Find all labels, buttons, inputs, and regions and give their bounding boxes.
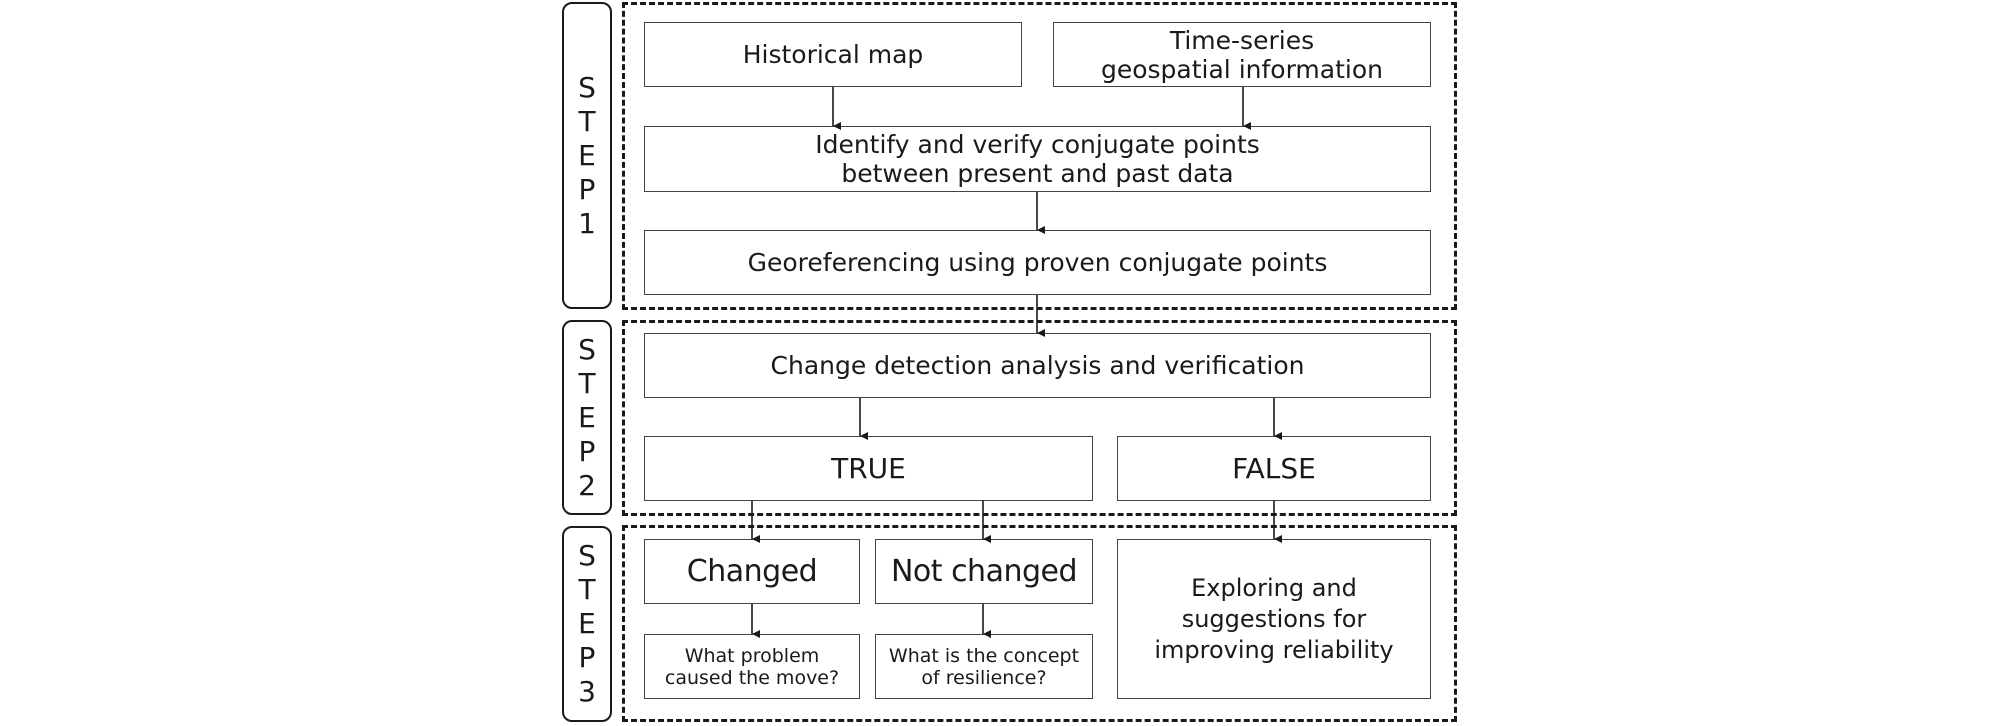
historical-map-box: Historical map (644, 22, 1022, 87)
step-3-char: E (578, 607, 596, 640)
not-changed-box: Not changed (875, 539, 1093, 604)
step-3-label: S T E P 3 (562, 526, 612, 722)
changed-box: Changed (644, 539, 860, 604)
step-1-char: 1 (578, 206, 596, 240)
exploring-box: Exploring and suggestions for improving … (1117, 539, 1431, 699)
time-series-box: Time-series geospatial information (1053, 22, 1431, 87)
georeferencing-text: Georeferencing using proven conjugate po… (747, 248, 1328, 277)
step-3-char: 3 (578, 675, 596, 708)
not-changed-text: Not changed (890, 553, 1078, 589)
time-series-text: Time-series geospatial information (1100, 25, 1383, 84)
step-1-section (622, 2, 1457, 310)
identify-verify-text: Identify and verify conjugate points bet… (815, 130, 1260, 188)
what-problem-text: What problem caused the move? (664, 644, 840, 689)
true-box: TRUE (644, 436, 1093, 501)
step-3-char: S (578, 539, 596, 572)
step-1-char: T (578, 104, 596, 138)
step-1-char: S (578, 70, 596, 104)
change-detection-text: Change detection analysis and verificati… (770, 351, 1305, 380)
step-3-section (622, 525, 1457, 722)
change-detection-box: Change detection analysis and verificati… (644, 333, 1431, 398)
step-2-char: E (578, 400, 596, 434)
step-2-char: 2 (578, 468, 596, 502)
step-1-char: E (578, 138, 596, 172)
changed-text: Changed (686, 553, 818, 589)
false-box: FALSE (1117, 436, 1431, 501)
what-problem-box: What problem caused the move? (644, 634, 860, 699)
identify-verify-box: Identify and verify conjugate points bet… (644, 126, 1431, 192)
historical-map-text: Historical map (742, 40, 924, 69)
step-2-char: T (578, 366, 596, 400)
georeferencing-box: Georeferencing using proven conjugate po… (644, 230, 1431, 295)
step-2-section (622, 320, 1457, 516)
step-3-char: P (578, 641, 596, 674)
step-1-label: S T E P 1 (562, 2, 612, 309)
exploring-text: Exploring and suggestions for improving … (1154, 573, 1394, 664)
step-2-char: P (578, 434, 596, 468)
step-1-char: P (578, 172, 596, 206)
false-text: FALSE (1232, 451, 1316, 485)
step-3-char: T (578, 573, 596, 606)
step-2-label: S T E P 2 (562, 320, 612, 515)
resilience-text: What is the concept of resilience? (888, 644, 1080, 689)
step-2-char: S (578, 332, 596, 366)
true-text: TRUE (831, 451, 906, 485)
